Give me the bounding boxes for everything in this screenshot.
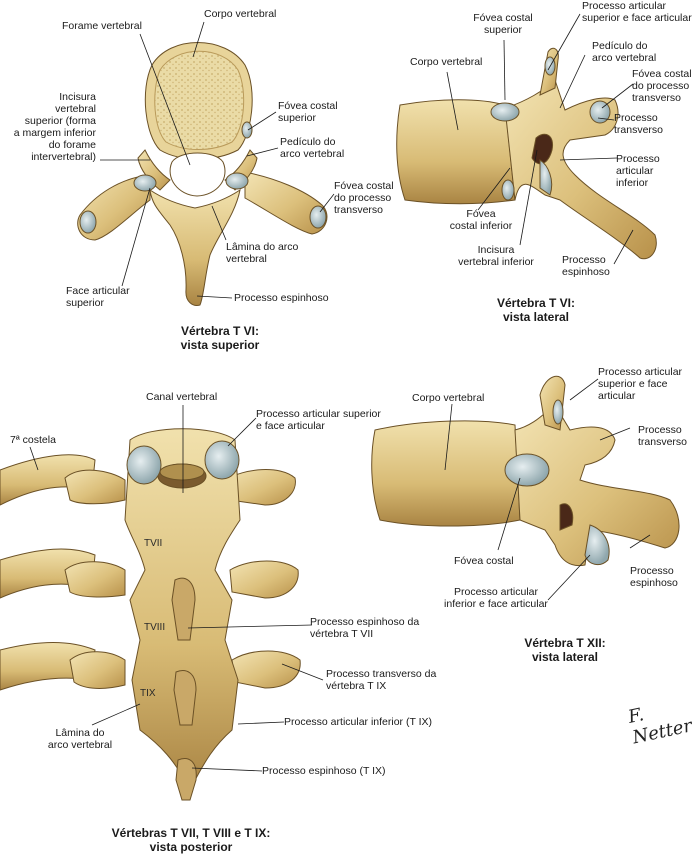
label-t6-fovea-costal-transverso: Fóvea costal do processo transverso: [632, 68, 692, 104]
label-fovea-costal-superior: Fóvea costal superior: [278, 100, 338, 124]
label-t12-processo-articular-superior: Processo articular superior e face artic…: [598, 366, 683, 402]
label-t12-processo-transverso: Processo transverso: [638, 424, 688, 448]
label-t6-incisura-inferior: Incisura vertebral inferior: [458, 244, 534, 268]
t6-superior-view: [77, 42, 328, 306]
vertebra-label-t8: TVIII: [144, 622, 166, 633]
t12-lateral-view: [371, 375, 680, 567]
t6-superior-leader-lines: [100, 21, 335, 299]
label-t6-processo-transverso: Processo transverso: [614, 112, 664, 136]
label-t6-processo-articular-inferior: Processo articular inferior: [616, 153, 660, 189]
label-espinhoso-t9: Processo espinhoso (T IX): [262, 765, 386, 777]
label-t12-processo-articular-inferior: Processo articular inferior e face artic…: [444, 586, 548, 610]
label-t6-corpo-vertebral: Corpo vertebral: [410, 56, 483, 68]
label-t12-fovea-costal: Fóvea costal: [454, 555, 514, 567]
label-t12-corpo-vertebral: Corpo vertebral: [412, 392, 485, 404]
vertebra-label-t7: TVII: [144, 538, 163, 549]
caption-t6-superior: Vértebra T VI: vista superior: [180, 324, 260, 352]
posterior-view: [0, 428, 301, 801]
label-t6-processo-espinhoso: Processo espinhoso: [562, 254, 610, 278]
label-espinhoso-t7: Processo espinhoso da vértebra T VII: [310, 616, 420, 640]
caption-t6-lateral: Vértebra T VI: vista lateral: [496, 296, 576, 324]
label-t6-fovea-costal-superior: Fóvea costal superior: [473, 12, 533, 36]
label-t6-pediculo: Pedículo do arco vertebral: [592, 40, 657, 64]
label-face-articular-superior: Face articular superior: [66, 285, 130, 309]
label-lamina-arco-posterior: Lâmina do arco vertebral: [47, 727, 113, 751]
label-articular-inferior-t9: Processo articular inferior (T IX): [284, 716, 433, 728]
label-processo-articular-superior: Processo articular superior e face artic…: [256, 408, 381, 432]
label-forame-vertebral: Forame vertebral: [62, 20, 142, 32]
label-processo-espinhoso: Processo espinhoso: [234, 292, 329, 304]
label-lamina-arco: Lâmina do arco vertebral: [226, 241, 299, 265]
vertebra-label-t9: TIX: [140, 688, 156, 699]
label-pediculo-arco: Pedículo do arco vertebral: [280, 136, 345, 160]
caption-t12-lateral: Vértebra T XII: vista lateral: [524, 636, 606, 664]
label-canal-vertebral: Canal vertebral: [146, 391, 218, 403]
label-corpo-vertebral: Corpo vertebral: [204, 8, 277, 20]
posterior-leader-lines: [29, 405, 324, 772]
label-transverso-t9: Processo transverso da vértebra T IX: [326, 668, 437, 692]
label-t12-processo-espinhoso: Processo espinhoso: [630, 565, 678, 589]
t12-leader-lines: [444, 378, 651, 601]
t6-lateral-leader-lines: [446, 13, 634, 265]
label-fovea-costal-transverso: Fóvea costal do processo transverso: [334, 180, 394, 216]
label-7a-costela: 7ª costela: [10, 434, 56, 446]
label-t6-fovea-costal-inferior: Fóvea costal inferior: [449, 208, 513, 232]
label-incisura-vertebral-superior: Incisura vertebral superior (forma a mar…: [13, 91, 96, 163]
caption-posterior: Vértebras T VII, T VIII e T IX: vista po…: [111, 826, 271, 854]
label-t6-processo-articular: Processo articular superior e face artic…: [582, 0, 692, 24]
